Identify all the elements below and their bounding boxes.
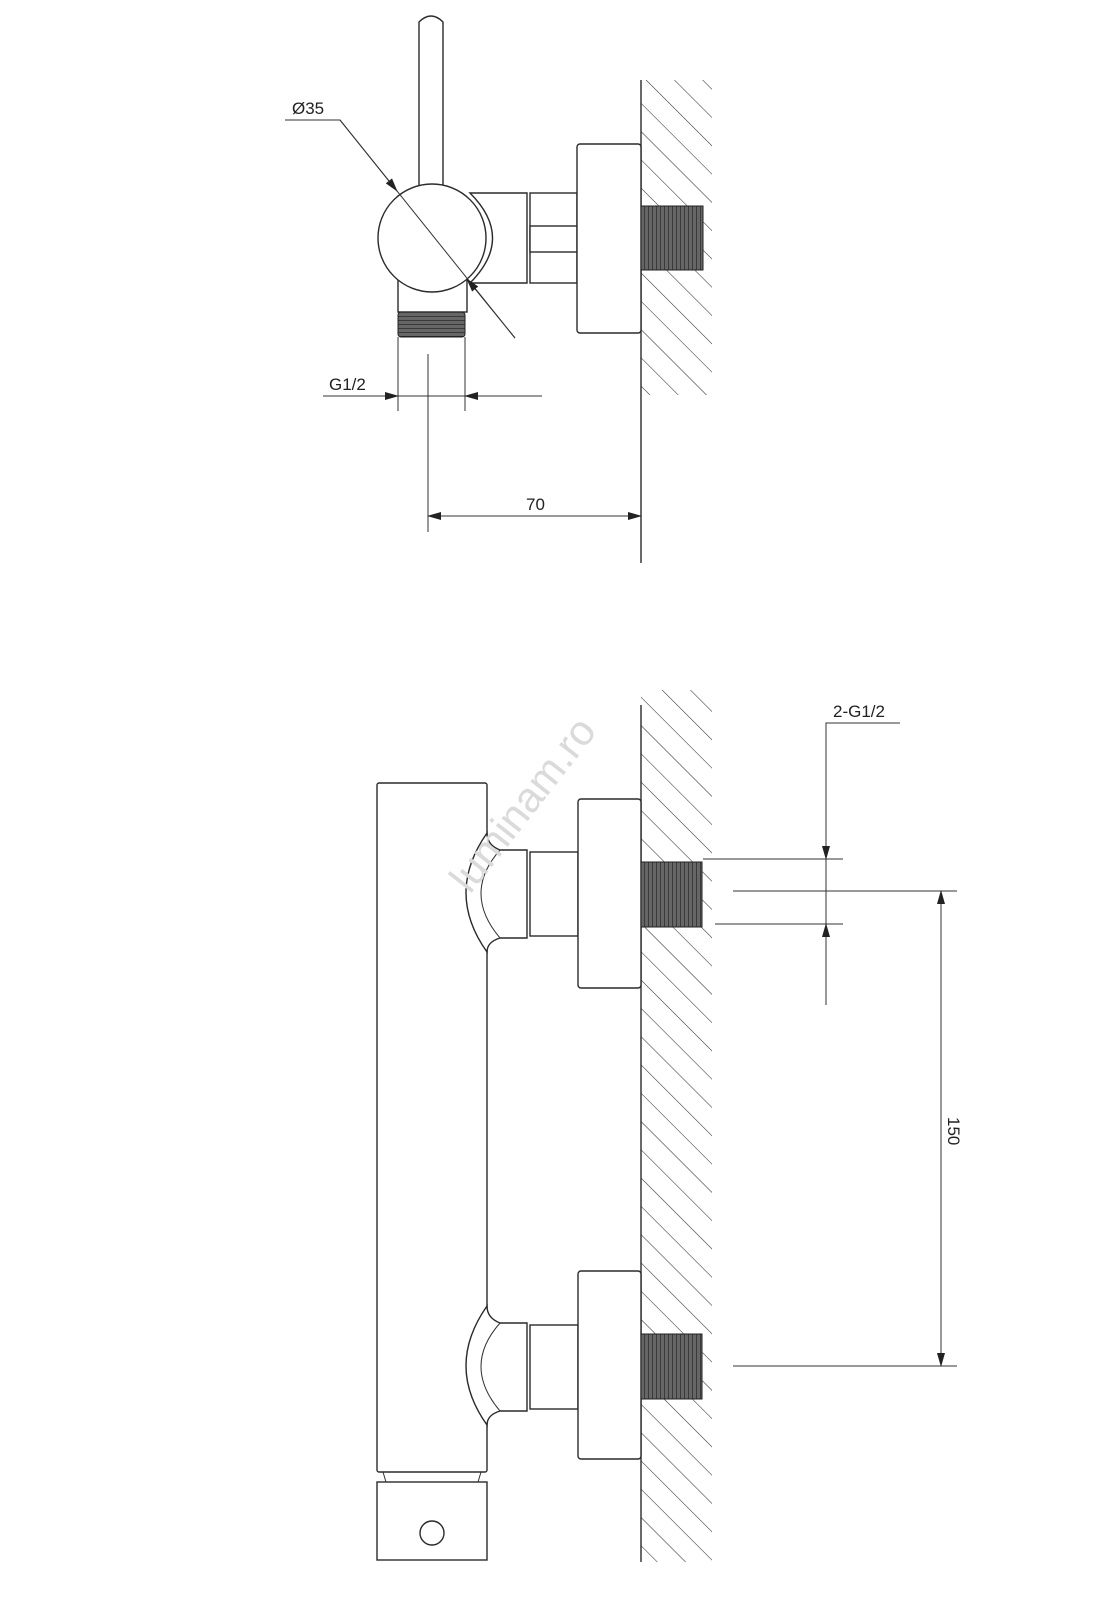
knob-collar xyxy=(382,1471,482,1483)
projection-dimension: 70 xyxy=(427,354,642,532)
upper-connector xyxy=(529,851,579,937)
diameter-label: Ø35 xyxy=(292,99,324,118)
upper-thread xyxy=(640,861,703,928)
mixer-body xyxy=(376,782,488,1473)
inlet-spacing-dimension: 150 xyxy=(733,890,963,1367)
projection-label: 70 xyxy=(526,495,545,514)
side-view: 2-G1/2 150 xyxy=(376,690,963,1562)
upper-flange xyxy=(577,798,642,989)
diameter-dimension: Ø35 xyxy=(285,99,516,339)
lower-tee xyxy=(465,1303,528,1428)
wall-thread xyxy=(640,205,704,271)
inlet-thread-dimension: 2-G1/2 xyxy=(703,702,900,1005)
lower-thread xyxy=(640,1333,703,1400)
inlet-spacing-label: 150 xyxy=(944,1117,963,1145)
outlet-thread-dimension: G1/2 xyxy=(323,337,542,411)
knob-indicator xyxy=(419,1520,445,1546)
lever-handle xyxy=(418,15,444,191)
outlet-thread-label: G1/2 xyxy=(329,375,366,394)
connector xyxy=(529,192,578,284)
control-knob xyxy=(377,183,487,293)
valve-body xyxy=(468,192,528,284)
upper-tee xyxy=(465,830,528,955)
wall-side xyxy=(640,690,712,1562)
lower-connector xyxy=(529,1324,579,1410)
inlet-thread-label: 2-G1/2 xyxy=(833,702,885,721)
lower-flange xyxy=(577,1270,642,1460)
outlet-thread xyxy=(397,311,466,338)
top-view: Ø35 G1/2 70 xyxy=(285,15,712,563)
wall-flange xyxy=(576,143,642,334)
wall-top xyxy=(640,80,712,563)
